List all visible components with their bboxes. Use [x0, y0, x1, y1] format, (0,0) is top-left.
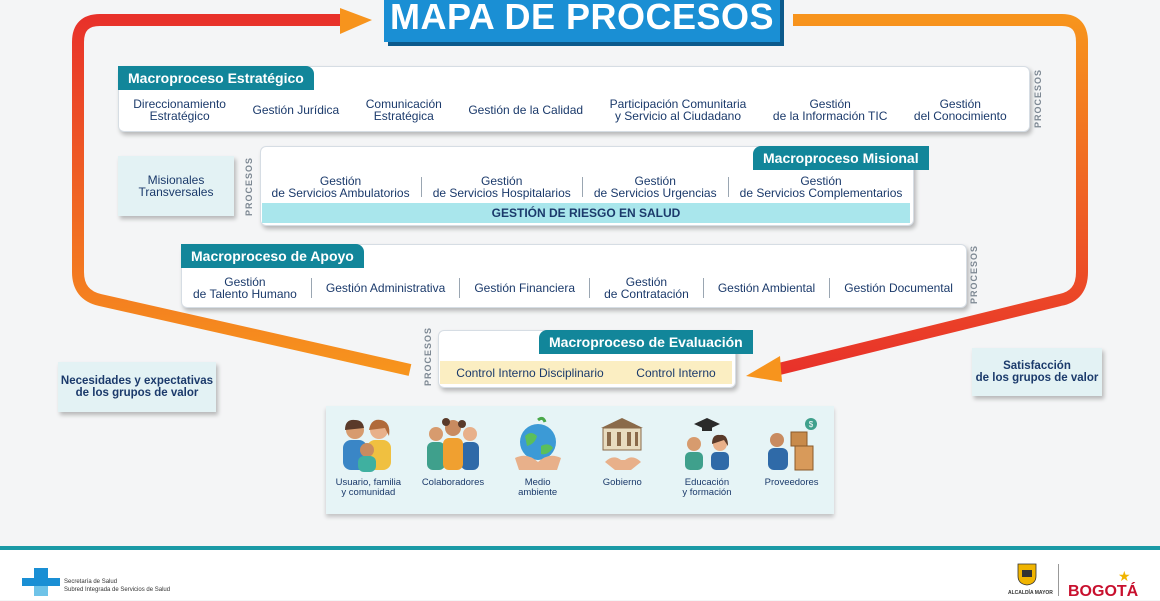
divider — [727, 177, 729, 197]
misional-item: Gestión de Servicios Hospitalarios — [432, 174, 571, 200]
page-title: MAPA DE PROCESOS — [389, 0, 775, 37]
estrategico-side-label: PROCESOS — [1033, 68, 1043, 128]
family-icon — [343, 419, 392, 472]
estrategico-tab: Macroproceso Estratégico — [118, 66, 314, 90]
evaluacion-items: Control Interno Disciplinario Control In… — [440, 361, 732, 384]
estrategico-item: Comunicación Estratégica — [365, 97, 442, 123]
divider — [702, 278, 704, 298]
apoyo-item: Gestión de Talento Humano — [193, 275, 297, 301]
left-arrow-head — [340, 8, 372, 34]
misionales-transversales-box: Misionales Transversales — [118, 156, 234, 216]
stakeholder-medio-ambiente: Medio ambiente — [500, 416, 576, 498]
evaluacion-side-label: PROCESOS — [423, 326, 433, 386]
footer-divider — [0, 546, 1160, 550]
stakeholder-gobierno: Gobierno — [584, 416, 660, 488]
estrategico-items: Direccionamiento Estratégico Gestión Jur… — [120, 96, 1020, 124]
misional-item: Gestión de Servicios Ambulatorios — [271, 174, 410, 200]
graduation-icon — [684, 418, 729, 470]
supplier-icon: $ — [767, 418, 817, 471]
footer-alcaldia: ALCALDÍA MAYOR — [1008, 590, 1053, 596]
estrategico-item: Gestión del Conocimiento — [913, 97, 1007, 123]
stakeholder-colaboradores: Colaboradores — [415, 416, 491, 488]
earth-icon — [514, 416, 561, 470]
apoyo-side-label: PROCESOS — [969, 244, 979, 304]
apoyo-item: Gestión Ambiental — [717, 281, 816, 295]
apoyo-tab: Macroproceso de Apoyo — [181, 244, 364, 268]
stakeholder-usuario: Usuario, familia y comunidad — [330, 416, 406, 498]
satisfaccion-box: Satisfacción de los grupos de valor — [972, 348, 1102, 396]
divider — [420, 177, 422, 197]
footer-secretaria: Secretaría de Salud — [64, 579, 118, 585]
misional-item: Gestión de Servicios Urgencias — [593, 174, 717, 200]
star-icon: ★ — [1118, 568, 1131, 584]
government-icon — [601, 418, 644, 470]
misional-items: Gestión de Servicios Ambulatorios Gestió… — [266, 174, 908, 200]
divider — [581, 177, 583, 197]
stakeholder-educacion: Educación y formación — [669, 416, 745, 498]
footer-bogota: BOGOTÁ — [1068, 583, 1139, 600]
misional-side-label: PROCESOS — [244, 156, 254, 216]
apoyo-item: Gestión Administrativa — [325, 281, 446, 295]
team-icon — [426, 418, 479, 470]
necesidades-box: Necesidades y expectativas de los grupos… — [58, 362, 216, 412]
divider — [310, 278, 312, 298]
page-title-box: MAPA DE PROCESOS — [384, 0, 780, 42]
evaluacion-item: Control Interno Disciplinario — [456, 365, 604, 380]
estrategico-item: Gestión de la Calidad — [468, 103, 584, 117]
stakeholder-label: Usuario, familia y comunidad — [335, 477, 402, 498]
estrategico-item: Participación Comunitaria y Servicio al … — [609, 97, 747, 123]
evaluacion-item: Control Interno — [636, 365, 716, 380]
estrategico-item: Gestión Jurídica — [252, 103, 340, 117]
apoyo-item: Gestión de Contratación — [604, 275, 689, 301]
apoyo-item: Gestión Financiera — [474, 281, 576, 295]
right-arrow-head — [746, 356, 782, 382]
stakeholder-proveedores: $ Proveedores — [754, 416, 830, 488]
footer-separator — [1058, 564, 1059, 596]
estrategico-item: Gestión de la Información TIC — [772, 97, 888, 123]
stakeholder-label: Colaboradores — [421, 477, 485, 488]
stakeholders-panel: Usuario, familia y comunidad Colaborador… — [326, 406, 834, 514]
divider — [829, 278, 831, 298]
divider — [589, 278, 591, 298]
footer-subred: Subred Integrada de Servicios de Salud — [64, 587, 171, 593]
bogota-shield-icon — [1017, 563, 1037, 586]
apoyo-items: Gestión de Talento Humano Gestión Admini… — [186, 275, 960, 301]
divider — [459, 278, 461, 298]
riesgo-salud-bar: GESTIÓN DE RIESGO EN SALUD — [262, 203, 910, 223]
stakeholder-label: Gobierno — [602, 477, 642, 488]
stakeholder-label: Educación y formación — [682, 477, 732, 498]
stakeholder-label: Proveedores — [764, 477, 819, 488]
footer: Secretaría de Salud Subred Integrada de … — [0, 550, 1160, 600]
estrategico-item: Direccionamiento Estratégico — [133, 97, 226, 123]
stakeholder-label: Medio ambiente — [518, 477, 558, 498]
apoyo-item: Gestión Documental — [844, 281, 953, 295]
subred-logo-icon — [22, 568, 60, 596]
misional-item: Gestión de Servicios Complementarios — [739, 174, 903, 200]
right-cycle-arrow — [773, 14, 1088, 376]
left-cycle-arrow — [72, 14, 412, 376]
evaluacion-tab: Macroproceso de Evaluación — [539, 330, 753, 354]
misional-tab: Macroproceso Misional — [753, 146, 929, 170]
svg-text:$: $ — [808, 420, 813, 429]
